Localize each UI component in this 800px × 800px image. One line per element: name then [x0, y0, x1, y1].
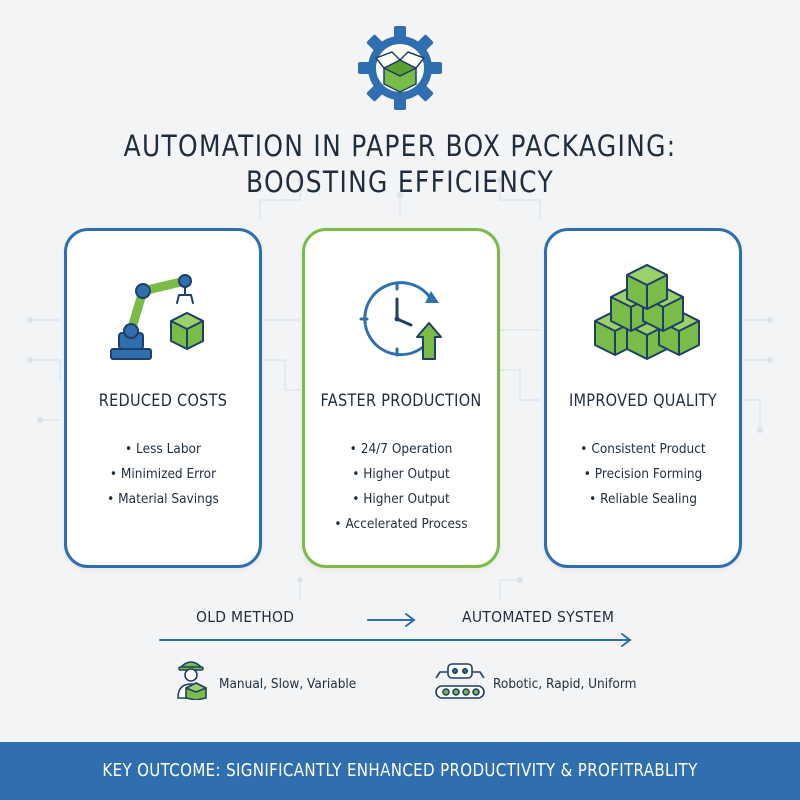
bullet-list: Consistent Product Precision Forming Rel… — [547, 437, 739, 512]
title-line-1: AUTOMATION IN PAPER BOX PACKAGING: — [123, 129, 677, 163]
old-method-label: OLD METHOD — [196, 608, 295, 626]
card-title: IMPROVED QUALITY — [568, 391, 718, 410]
bullet-item: Minimized Error — [77, 462, 250, 487]
automated-system-label: AUTOMATED SYSTEM — [462, 608, 615, 626]
bullet-item: Material Savings — [77, 487, 250, 512]
card-title: REDUCED COSTS — [98, 391, 228, 410]
card-title: FASTER PRODUCTION — [320, 391, 482, 410]
page-title: AUTOMATION IN PAPER BOX PACKAGING: BOOST… — [56, 128, 744, 200]
title-line-2: BOOSTING EFFICIENCY — [246, 165, 554, 199]
automated-system-description: Robotic, Rapid, Uniform — [493, 676, 637, 692]
comparison-arrows — [159, 613, 632, 647]
stacked-boxes-icon — [594, 264, 700, 360]
old-method-description: Manual, Slow, Variable — [219, 676, 357, 692]
bullet-item: Reliable Sealing — [557, 487, 730, 512]
card-faster-production: FASTER PRODUCTION 24/7 Operation Higher … — [302, 228, 500, 568]
clock-arrow-up-icon — [359, 281, 442, 360]
bullet-item: Accelerated Process — [315, 512, 488, 537]
card-improved-quality: IMPROVED QUALITY Consistent Product Prec… — [544, 228, 742, 568]
bullet-item: Precision Forming — [557, 462, 730, 487]
bullet-list: 24/7 Operation Higher Output Higher Outp… — [305, 437, 497, 537]
bullet-item: Consistent Product — [557, 437, 730, 462]
robot-conveyor-icon — [435, 663, 485, 699]
card-reduced-costs: REDUCED COSTS Less Labor Minimized Error… — [64, 228, 262, 568]
bullet-item: Less Labor — [77, 437, 250, 462]
bullet-item: 24/7 Operation — [315, 437, 488, 462]
key-outcome-banner: KEY OUTCOME: SIGNIFICANTLY ENHANCED PROD… — [0, 742, 800, 800]
bullet-item: Higher Output — [315, 487, 488, 512]
timeline-arrow-head — [621, 633, 632, 647]
robot-arm-icon — [110, 274, 204, 360]
gear-box-logo-icon — [358, 26, 442, 110]
key-outcome-text: KEY OUTCOME: SIGNIFICANTLY ENHANCED PROD… — [102, 761, 698, 781]
bullet-list: Less Labor Minimized Error Material Savi… — [67, 437, 259, 512]
bullet-item: Higher Output — [315, 462, 488, 487]
short-arrow-head — [405, 613, 416, 627]
worker-with-box-icon — [177, 661, 207, 700]
